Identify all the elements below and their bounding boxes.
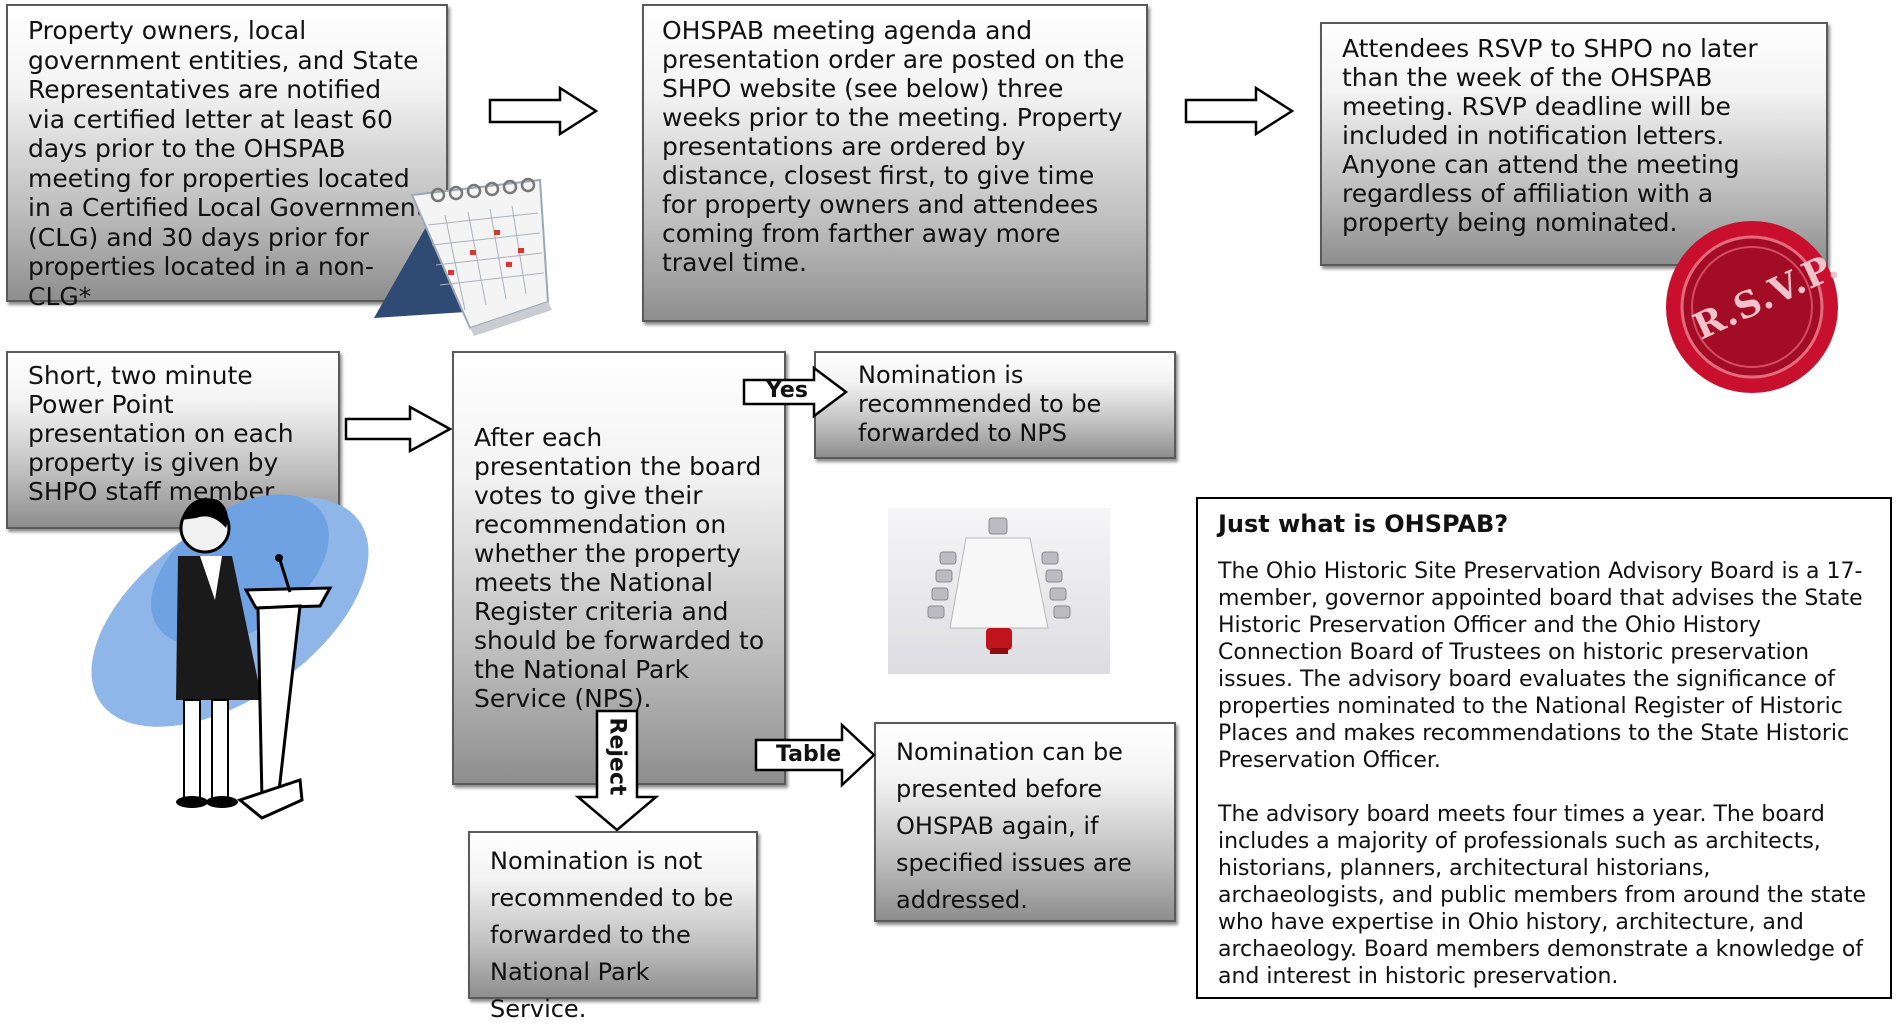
step-notify-box: Property owners, local government entiti… xyxy=(6,4,448,311)
reject-result-box: Nomination is not recommended to be forw… xyxy=(468,831,758,1023)
reject-arrow xyxy=(574,709,660,832)
yes-arrow xyxy=(742,365,849,419)
info-paragraph-1: The Ohio Historic Site Preservation Advi… xyxy=(1218,559,1863,773)
info-paragraph-2: The advisory board meets four times a ye… xyxy=(1218,802,1867,989)
rsvp-wax-seal-icon xyxy=(1666,221,1838,393)
arrow-notify-to-agenda xyxy=(488,85,599,137)
conference-table-image xyxy=(888,508,1110,674)
ohspab-info-panel: Just what is OHSPAB? The Ohio Historic S… xyxy=(1196,497,1892,999)
table-arrow xyxy=(754,722,876,788)
yes-result-box: Nomination is recommended to be forwarde… xyxy=(814,351,1176,459)
info-title: Just what is OHSPAB? xyxy=(1218,510,1509,538)
step-agenda-box: OHSPAB meeting agenda and presentation o… xyxy=(642,4,1148,322)
table-result-box: Nomination can be presented before OHSPA… xyxy=(874,722,1176,922)
table-arrow-label: Table xyxy=(776,742,842,767)
reject-arrow-label: Reject xyxy=(604,717,630,796)
arrow-presentation-to-vote xyxy=(344,404,453,454)
yes-arrow-label: Yes xyxy=(766,378,808,403)
presenter-at-podium-icon xyxy=(91,494,369,820)
calendar-icon xyxy=(374,177,552,336)
diagram-graphics xyxy=(91,85,1838,832)
arrow-agenda-to-rsvp xyxy=(1184,85,1295,137)
